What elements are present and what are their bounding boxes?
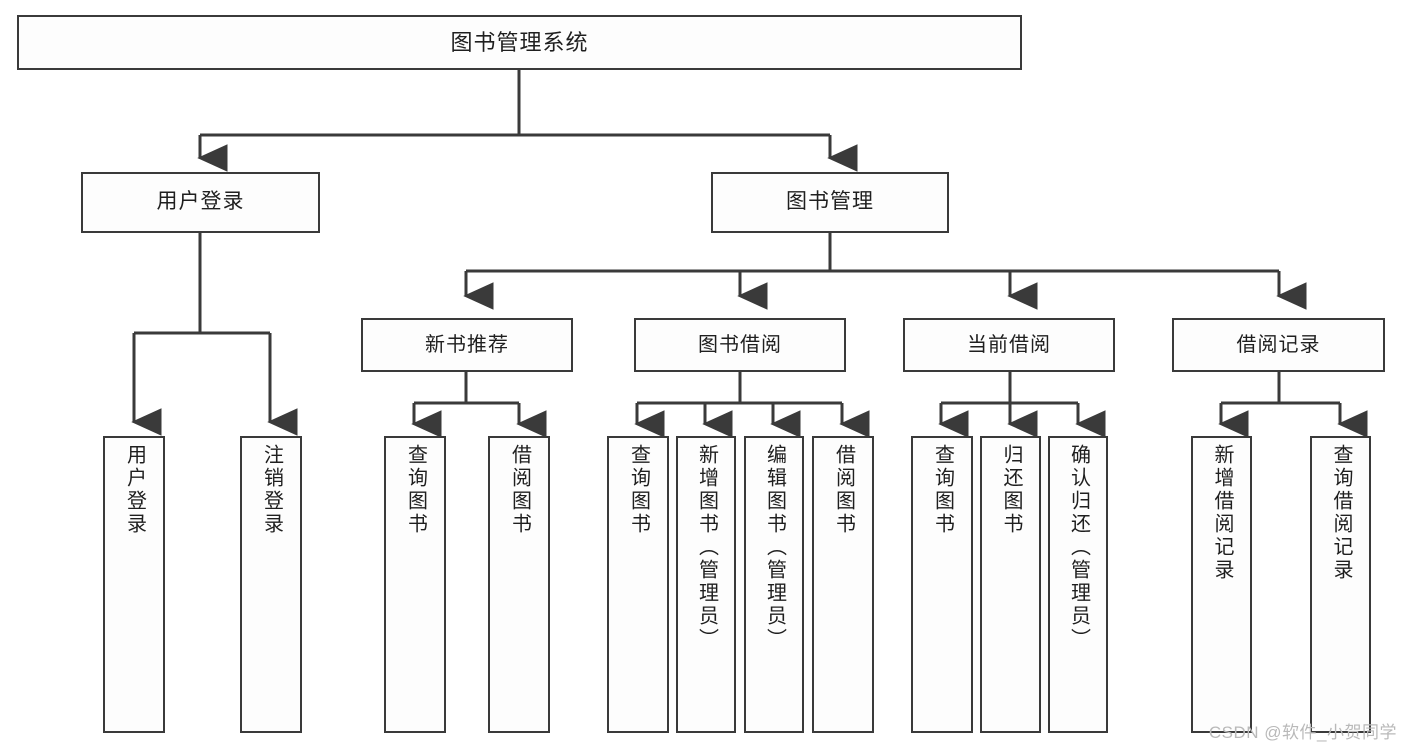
node-book-borrow[interactable]: 图书借阅 (634, 318, 846, 372)
leaf-book-borrow-add[interactable]: 新增图书（管理员） (676, 436, 736, 733)
leaf-new-book-query[interactable]: 查询图书 (384, 436, 446, 733)
leaf-current-borrow-query-label: 查询图书 (931, 444, 954, 536)
leaf-borrow-record-query[interactable]: 查询借阅记录 (1310, 436, 1371, 733)
leaf-user-login-signout[interactable]: 注销登录 (240, 436, 302, 733)
leaf-current-borrow-confirm[interactable]: 确认归还（管理员） (1048, 436, 1108, 733)
leaf-book-borrow-edit-label: 编辑图书（管理员） (763, 444, 786, 651)
leaf-borrow-record-add[interactable]: 新增借阅记录 (1191, 436, 1252, 733)
node-root-system[interactable]: 图书管理系统 (17, 15, 1022, 70)
leaf-current-borrow-confirm-label: 确认归还（管理员） (1067, 444, 1090, 651)
leaf-book-borrow-add-label: 新增图书（管理员） (695, 444, 718, 651)
leaf-new-book-borrow-label: 借阅图书 (508, 444, 531, 536)
node-book-management[interactable]: 图书管理 (711, 172, 949, 233)
node-root-system-label: 图书管理系统 (450, 29, 589, 55)
leaf-book-borrow-query[interactable]: 查询图书 (607, 436, 669, 733)
leaf-user-login-signin-label: 用户登录 (123, 444, 146, 536)
leaf-borrow-record-query-label: 查询借阅记录 (1330, 444, 1352, 582)
leaf-user-login-signin[interactable]: 用户登录 (103, 436, 165, 733)
node-book-borrow-label: 图书借阅 (698, 333, 782, 356)
leaf-new-book-borrow[interactable]: 借阅图书 (488, 436, 550, 733)
node-new-book-recommend-label: 新书推荐 (425, 333, 509, 356)
node-borrow-record-label: 借阅记录 (1236, 333, 1321, 356)
node-user-login-label: 用户登录 (156, 190, 245, 214)
node-borrow-record[interactable]: 借阅记录 (1172, 318, 1385, 372)
leaf-current-borrow-return-label: 归还图书 (1000, 444, 1022, 536)
node-new-book-recommend[interactable]: 新书推荐 (361, 318, 573, 372)
leaf-book-borrow-lend-label: 借阅图书 (832, 444, 855, 536)
leaf-book-borrow-lend[interactable]: 借阅图书 (812, 436, 874, 733)
node-current-borrow[interactable]: 当前借阅 (903, 318, 1115, 372)
leaf-new-book-query-label: 查询图书 (404, 444, 427, 536)
leaf-current-borrow-query[interactable]: 查询图书 (911, 436, 973, 733)
node-current-borrow-label: 当前借阅 (967, 333, 1051, 356)
node-user-login[interactable]: 用户登录 (81, 172, 320, 233)
leaf-user-login-signout-label: 注销登录 (260, 444, 283, 536)
leaf-current-borrow-return[interactable]: 归还图书 (980, 436, 1041, 733)
node-book-management-label: 图书管理 (786, 190, 874, 214)
leaf-book-borrow-query-label: 查询图书 (627, 444, 650, 536)
leaf-book-borrow-edit[interactable]: 编辑图书（管理员） (744, 436, 804, 733)
leaf-borrow-record-add-label: 新增借阅记录 (1211, 444, 1233, 582)
